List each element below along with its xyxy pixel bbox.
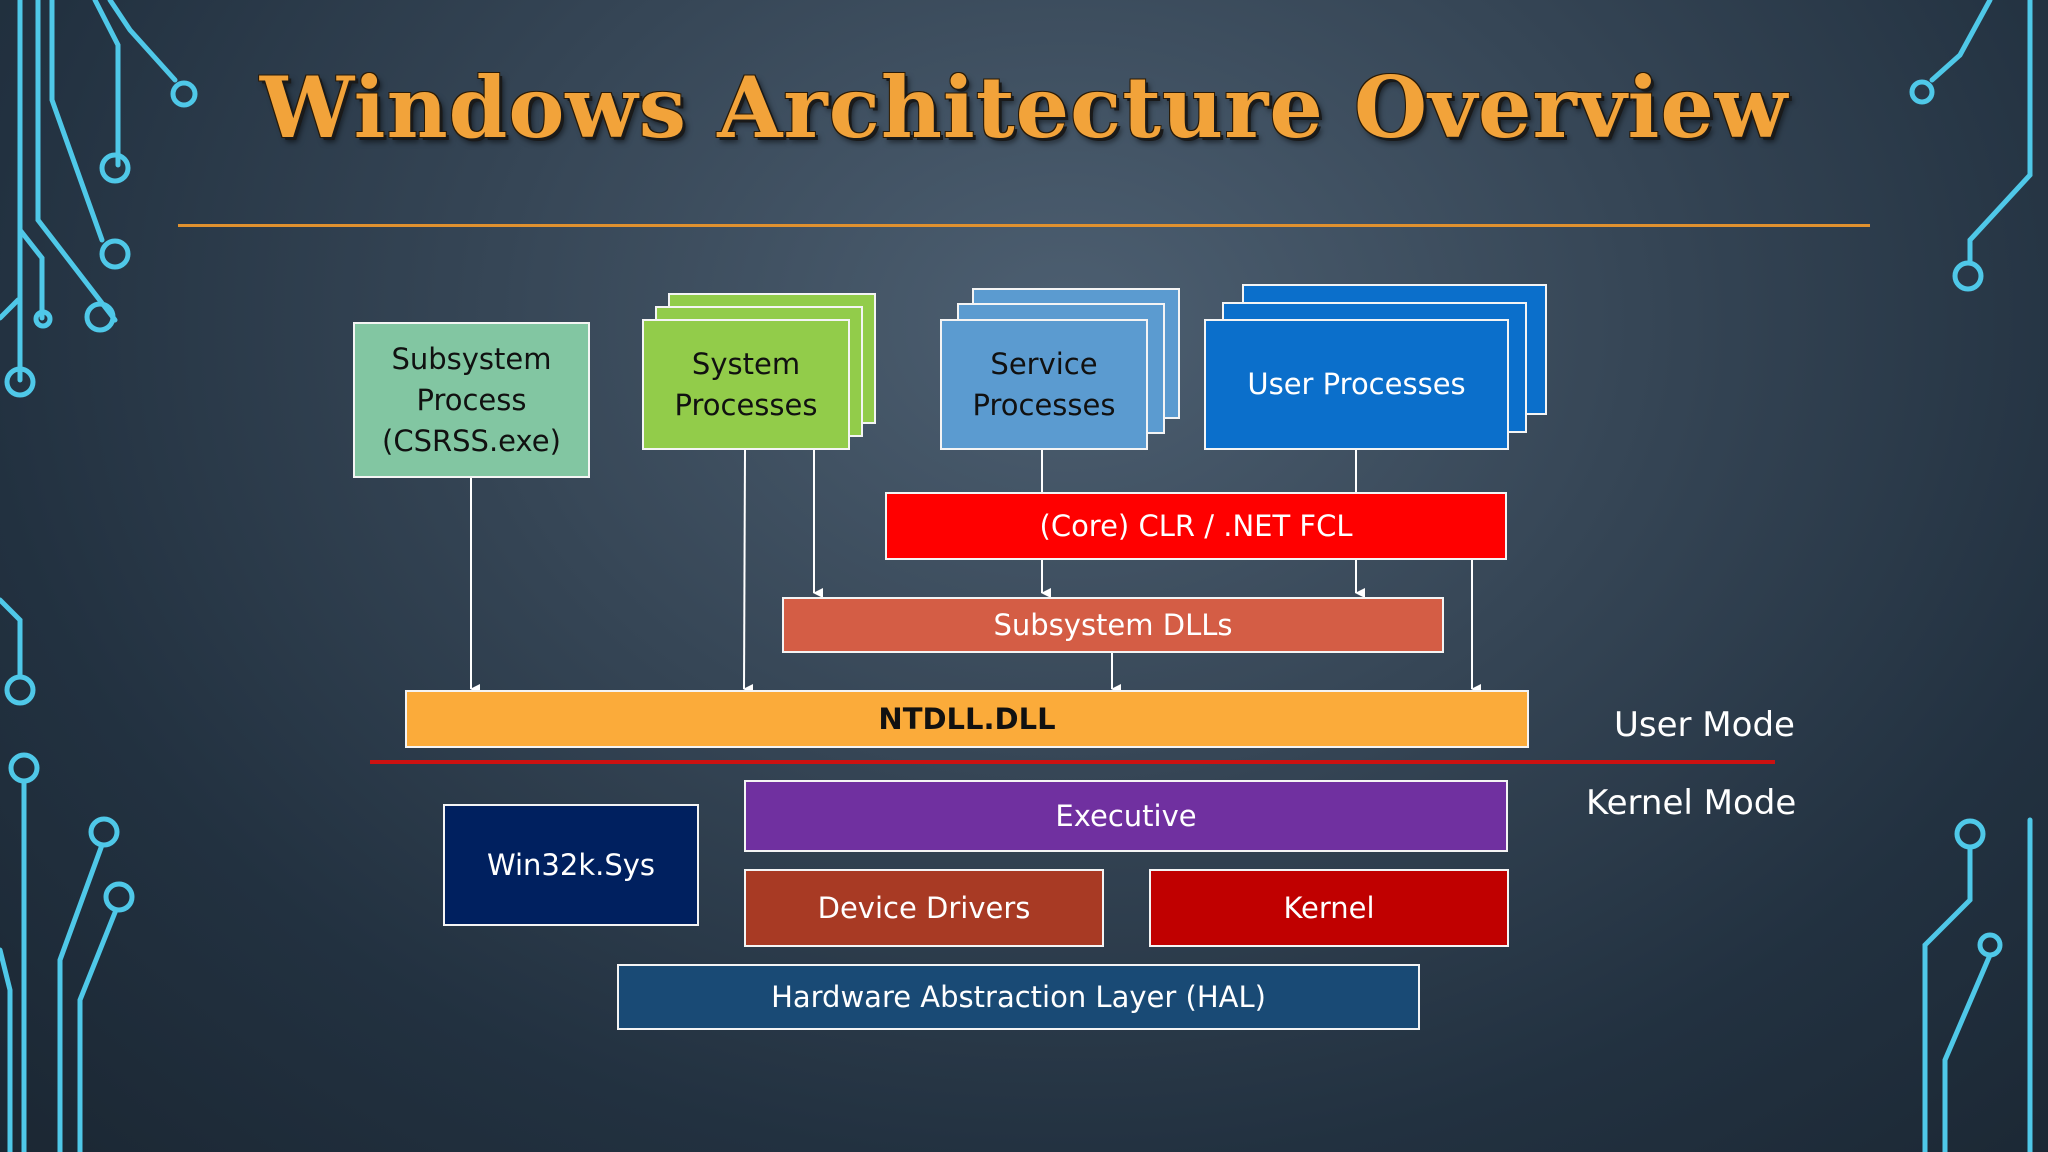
circuit-trace [92,0,121,168]
circuit-node [1952,260,1984,292]
circuit-trace [1967,0,2033,265]
user-mode-label: User Mode [1614,705,1795,745]
circuit-trace [107,0,178,83]
subsystem-process-label: Subsystem Process (CSRSS.exe) [382,341,561,458]
subsystem-dlls-box: Subsystem DLLs [782,597,1444,653]
circuit-node [4,366,36,398]
device-drivers-label: Device Drivers [817,890,1031,925]
win32k-box: Win32k.Sys [443,804,699,926]
circuit-node [84,301,116,333]
arrow-system-to-ntdll [743,449,754,695]
ntdll-box: NTDLL.DLL [405,690,1529,748]
service-processes-box: Service Processes [940,319,1148,450]
circuit-trace [35,0,118,323]
circuit-trace [17,227,45,321]
circuit-trace [0,597,23,678]
title-divider [178,224,1870,227]
circuit-trace [77,907,119,1152]
circuit-node [1909,79,1935,105]
kernel-mode-label: Kernel Mode [1586,783,1797,823]
circuit-node [99,238,131,270]
circuit-trace [0,297,21,321]
circuit-node [170,80,198,108]
subsystem-process-box: Subsystem Process (CSRSS.exe) [353,322,590,478]
slide-title: Windows Architecture Overview [259,58,1789,157]
circuit-trace [0,947,13,1152]
circuit-node [33,309,53,329]
clr-box: (Core) CLR / .NET FCL [885,492,1507,560]
circuit-node [88,816,120,848]
ntdll-label: NTDLL.DLL [878,701,1056,736]
executive-label: Executive [1055,798,1197,833]
circuit-trace [49,0,105,243]
hal-label: Hardware Abstraction Layer (HAL) [771,979,1266,1014]
user-processes-label: User Processes [1247,367,1466,401]
subsystem-dlls-label: Subsystem DLLs [993,607,1233,642]
circuit-node [1954,818,1986,850]
service-processes-label: Service Processes [972,346,1116,422]
circuit-trace [1929,0,1993,83]
user-processes-box: User Processes [1204,319,1509,450]
win32k-label: Win32k.Sys [486,847,656,882]
circuit-node [4,674,36,706]
circuit-node [99,152,131,184]
device-drivers-box: Device Drivers [744,869,1104,947]
system-processes-box: System Processes [642,319,850,450]
circuit-trace [57,842,105,1152]
system-processes-label: System Processes [674,346,818,422]
kernel-label: Kernel [1283,890,1375,925]
circuit-node [103,881,135,913]
circuit-node [1977,932,2003,958]
hal-box: Hardware Abstraction Layer (HAL) [617,964,1420,1030]
executive-box: Executive [744,780,1508,852]
kernel-box: Kernel [1149,869,1509,947]
circuit-trace [1922,845,1973,1152]
clr-label: (Core) CLR / .NET FCL [1039,508,1353,543]
circuit-trace [1942,952,1993,1152]
